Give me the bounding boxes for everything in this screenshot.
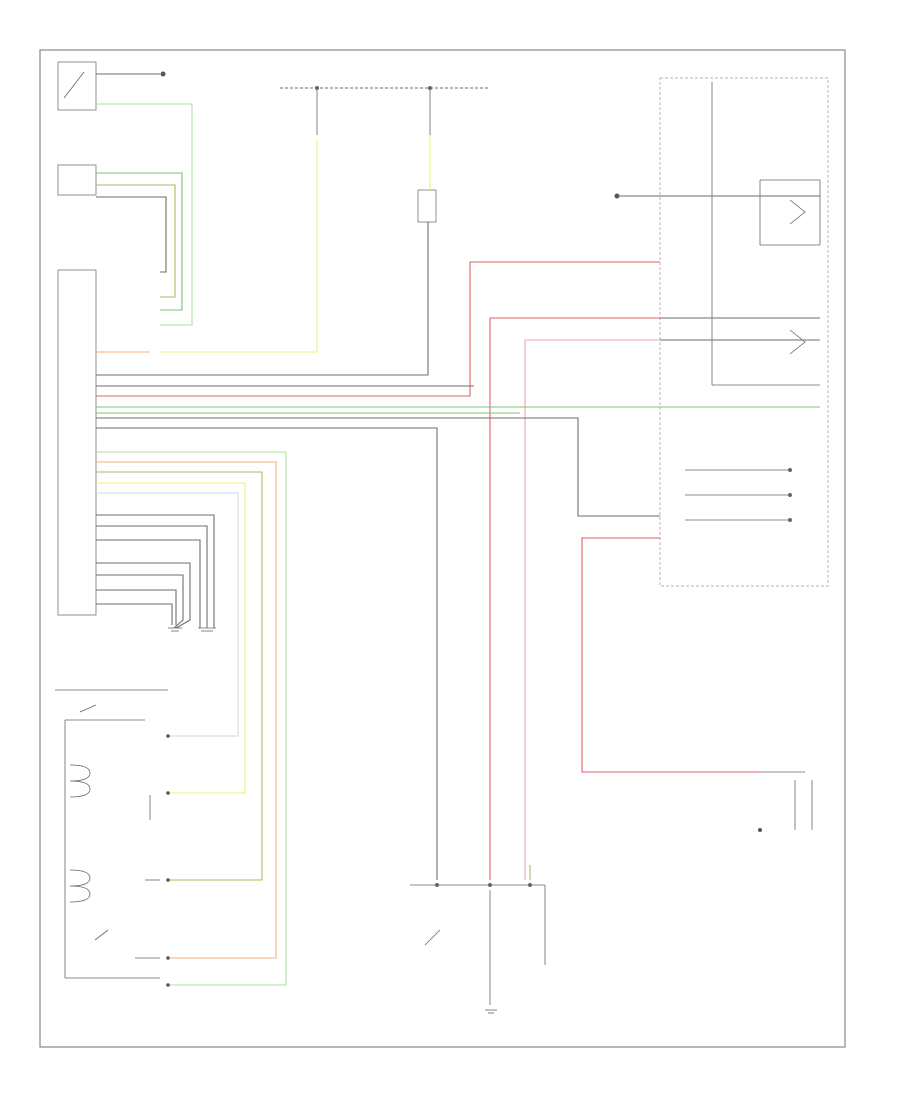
- center-module: [417, 189, 437, 223]
- wires: [96, 103, 820, 986]
- srs-module-box: [57, 164, 97, 616]
- lower-switch-block: [64, 704, 170, 987]
- diagram-frame: [39, 49, 846, 1048]
- bottom-connector: [410, 883, 546, 1005]
- relay-block: [659, 77, 829, 587]
- right-bottom-connector: [758, 771, 813, 832]
- top-connectors: [280, 86, 490, 135]
- seat-belt-switch: [57, 61, 166, 111]
- ground-symbols: [168, 627, 497, 1014]
